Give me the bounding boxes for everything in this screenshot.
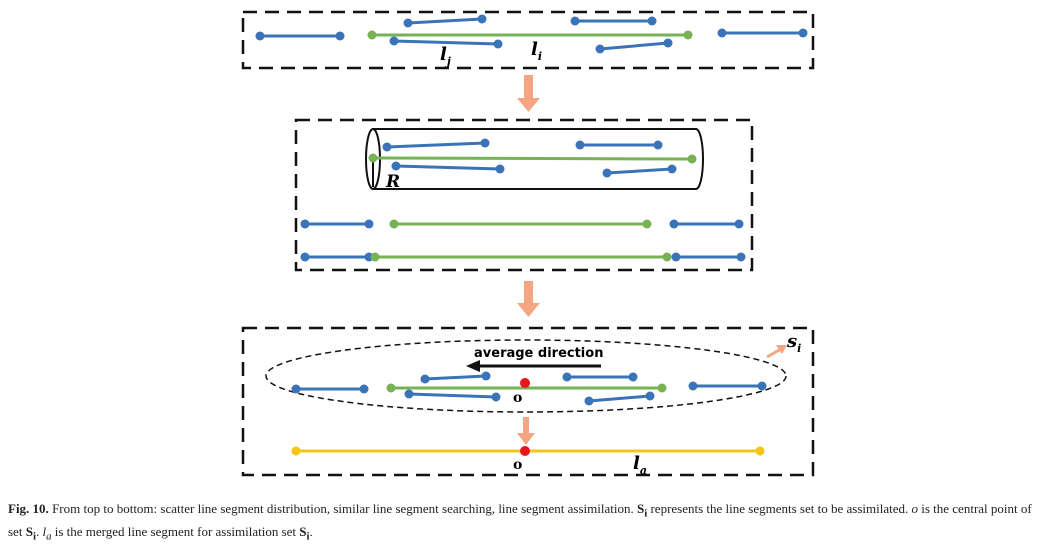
segment-blue (424, 374, 487, 381)
down-arrow-icon (517, 75, 540, 112)
down-arrow-icon (517, 417, 535, 445)
figure-caption: Fig. 10. From top to bottom: scatter lin… (8, 501, 1032, 543)
label-li: li (531, 39, 542, 63)
segment-blue-lj (393, 39, 499, 46)
panel-search-frame (294, 118, 754, 272)
segment-blue (407, 17, 483, 25)
segment-blue (599, 41, 669, 51)
cylinder-search-icon (365, 128, 704, 190)
label-o-center: o (513, 390, 522, 406)
segment-blue (386, 141, 486, 149)
panel-scatter-segments (255, 14, 808, 54)
label-R: R (385, 172, 400, 192)
panel-assimilation-frame (241, 326, 815, 477)
segment-blue (606, 167, 673, 175)
label-o-merged: o (513, 457, 522, 473)
label-la: la (633, 453, 647, 477)
assimilation-diagram: lj li R (241, 10, 815, 477)
label-average-direction: average direction (474, 346, 603, 361)
panel-assimilation-segments (291, 371, 767, 406)
set-si-ellipse (265, 339, 787, 413)
panel-scatter-frame (241, 10, 815, 70)
pointer-arrow-icon (766, 345, 787, 359)
segment-blue (408, 392, 497, 399)
down-arrow-icon (517, 281, 540, 317)
segment-green (372, 156, 693, 161)
caption-fig-label: Fig. 10. (8, 501, 49, 516)
segment-blue (588, 394, 651, 403)
merged-center-point (520, 446, 530, 456)
panel-search-segments (300, 138, 746, 262)
direction-arrow-icon (466, 360, 601, 372)
segment-blue (395, 164, 501, 171)
center-point-o (520, 378, 530, 388)
label-si: si (786, 331, 801, 355)
label-lj: lj (440, 44, 451, 68)
